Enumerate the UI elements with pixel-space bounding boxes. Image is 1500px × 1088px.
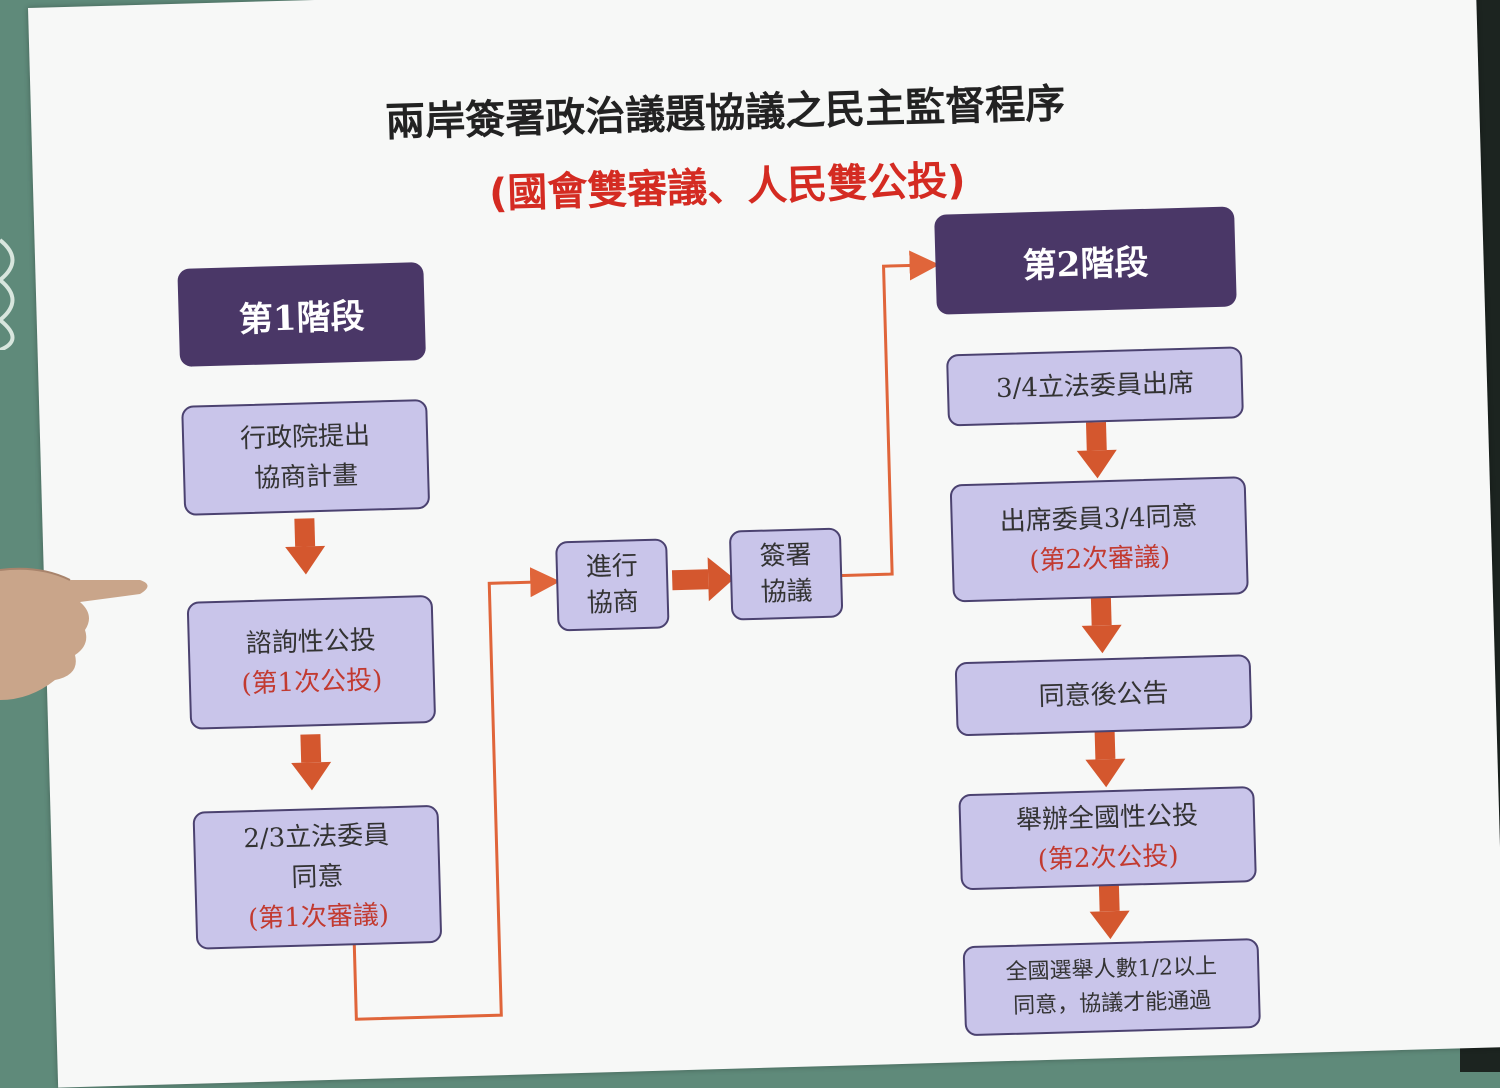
flow-connectors [285,250,1130,1021]
connector-to-negotiate [352,567,561,1021]
stage2-step1: 3/4立法委員出席 [946,346,1244,427]
stage2-step4: 舉辦全國性公投 (第2次公投) [958,786,1257,891]
background-pattern [0,238,15,350]
step-line: 舉辦全國性公投 [1015,800,1199,836]
step-line: 2/3立法委員 [242,820,390,855]
step-note: (第2次公投) [1037,841,1179,876]
down-arrow-5 [1085,730,1126,788]
pointing-hand-icon [0,567,148,700]
stage1-label: 第1階段 [238,296,366,340]
down-arrow-1 [285,518,326,575]
negotiate-box: 進行 協商 [555,538,670,632]
step-note: (第1次審議) [247,900,390,935]
sign-box: 簽署 協議 [728,527,844,621]
connector-to-stage2 [839,250,940,578]
stage2-step2: 出席委員3/4同意 (第2次審議) [949,476,1249,603]
step-line: 3/4立法委員出席 [995,368,1195,405]
diagram-board: 兩岸簽署政治議題協議之民主監督程序 (國會雙審議、人民雙公投) 第1階段 行政院… [28,0,1500,1088]
step-line: 同意後公告 [1038,678,1170,713]
step-line: 協商 [586,587,640,619]
stage1-step1: 行政院提出 協商計畫 [181,399,431,516]
stage1-step2: 諮詢性公投 (第1次公投) [186,594,437,730]
step-line: 諮詢性公投 [245,625,377,660]
step-line: 協議 [760,576,814,608]
stage1-header: 第1階段 [177,262,426,367]
down-arrow-2 [291,734,332,791]
stage2-step5: 全國選舉人數1/2以上 同意，協議才能通過 [962,938,1261,1037]
down-arrow-6 [1089,882,1130,940]
down-arrow-4 [1081,596,1122,654]
step-line: 同意 [290,861,344,893]
step-line: 出席委員3/4同意 [999,501,1198,538]
stage2-label: 第2階段 [1022,242,1149,286]
right-arrow-negotiate-sign [671,557,735,602]
down-arrow-3 [1076,422,1117,479]
stage1-step3: 2/3立法委員 同意 (第1次審議) [192,804,443,950]
step-line: 行政院提出 [239,420,371,455]
step-line: 同意，協議才能通過 [1012,988,1212,1019]
stage2-step3: 同意後公告 [954,654,1253,737]
step-note: (第1次公投) [241,665,383,700]
step-line: 簽署 [759,540,813,572]
step-note: (第2次審議) [1028,542,1171,577]
step-line: 協商計畫 [253,460,359,494]
stage2-header: 第2階段 [934,206,1237,315]
step-line: 進行 [585,551,639,583]
